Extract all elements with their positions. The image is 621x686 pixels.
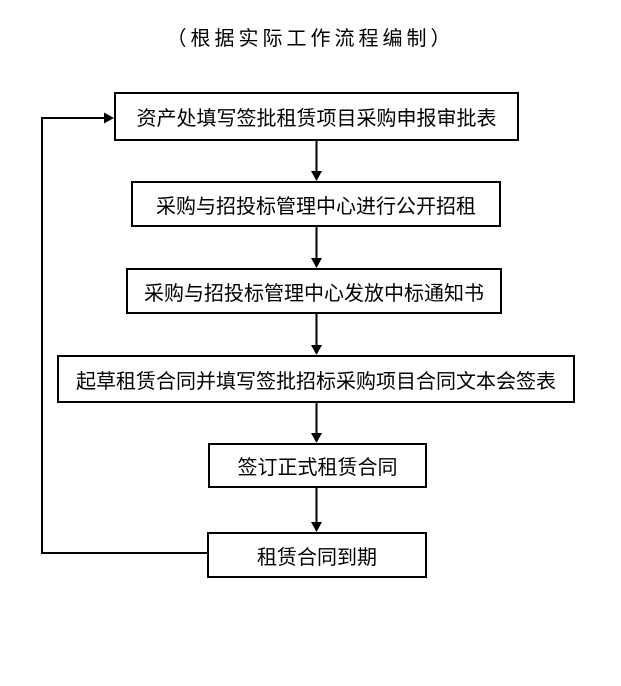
- edge-n1-n2-arrowhead-icon: [311, 171, 322, 181]
- diagram-title: （根据实际工作流程编制）: [166, 28, 455, 50]
- flow-node-label: 签订正式租赁合同: [237, 457, 398, 479]
- edge-n6-n1-loop-line: [41, 117, 207, 554]
- edge-n6-n1-arrowhead-icon: [104, 112, 114, 124]
- flow-node-label: 采购与招投标管理中心进行公开招租: [156, 195, 476, 218]
- edge-n5-n6-arrowhead-icon: [311, 522, 322, 532]
- flow-node-contract-expiry: 租赁合同到期: [207, 532, 427, 578]
- flow-node-award-notice: 采购与招投标管理中心发放中标通知书: [126, 268, 502, 314]
- flow-node-label: 资产处填写签批租赁项目采购申报审批表: [136, 108, 497, 130]
- flow-node-label: 采购与招投标管理中心发放中标通知书: [144, 282, 484, 305]
- edge-n2-n3-arrowhead-icon: [311, 258, 322, 268]
- flow-node-sign-contract: 签订正式租赁合同: [208, 443, 427, 488]
- flow-node-label: 起草租赁合同并填写签批招标采购项目合同文本会签表: [76, 370, 556, 393]
- flow-node-declare-approval: 资产处填写签批租赁项目采购申报审批表: [114, 92, 519, 141]
- flow-node-label: 租赁合同到期: [257, 546, 377, 569]
- flow-node-public-bidding: 采购与招投标管理中心进行公开招租: [131, 181, 501, 227]
- edge-n4-n5-arrowhead-icon: [311, 433, 322, 443]
- flow-node-draft-contract: 起草租赁合同并填写签批招标采购项目合同文本会签表: [57, 355, 575, 403]
- edge-n3-n4-arrowhead-icon: [311, 345, 322, 355]
